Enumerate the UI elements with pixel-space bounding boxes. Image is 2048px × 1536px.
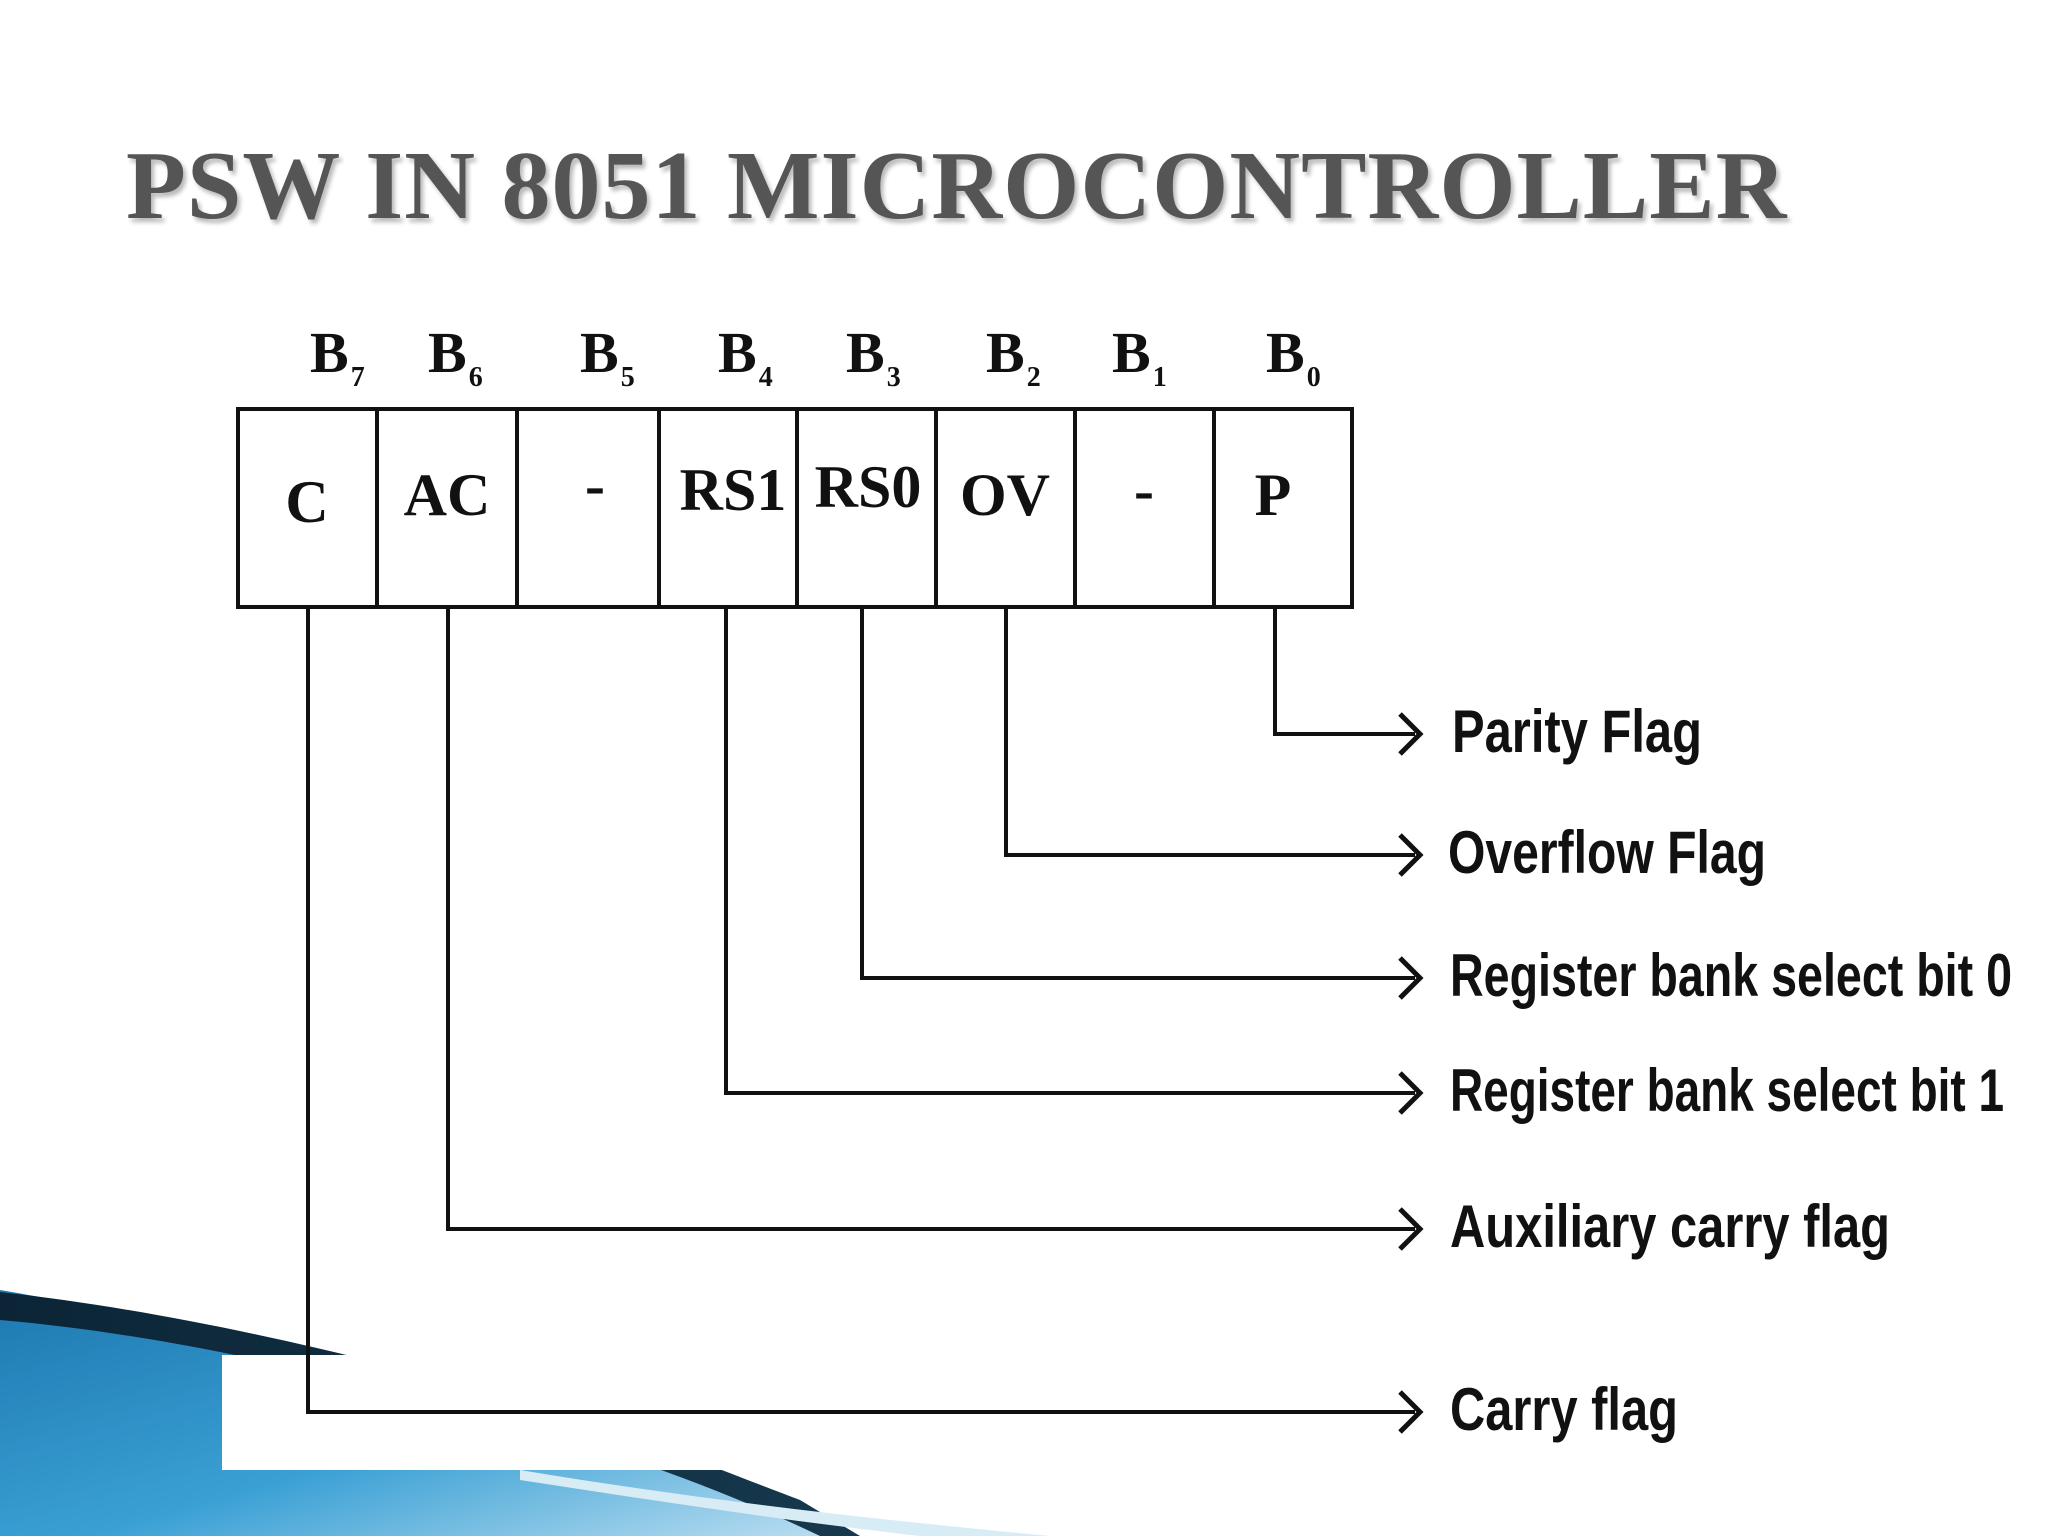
flag-label-rs0: Register bank select bit 0 <box>1450 942 2012 1009</box>
arrow-icon <box>1398 1390 1424 1434</box>
cell-label-ov: OV <box>960 462 1050 528</box>
bit-header-b5: B5 <box>580 320 635 393</box>
bit-header-b6: B6 <box>428 320 483 393</box>
connector-overflow <box>1004 607 1415 857</box>
flag-label-rs1: Register bank select bit 1 <box>1450 1057 2004 1124</box>
bit-header-b4: B4 <box>718 320 773 393</box>
arrow-icon <box>1398 956 1424 1000</box>
flag-label-parity: Parity Flag <box>1452 698 1702 765</box>
cell-label-rs0: RS0 <box>815 454 922 520</box>
flag-label-overflow: Overflow Flag <box>1448 819 1766 886</box>
flag-label-carry: Carry flag <box>1450 1376 1678 1443</box>
cell-label-c: C <box>285 469 328 535</box>
arrow-icon <box>1398 1207 1424 1251</box>
connector-rs1 <box>724 607 1415 1095</box>
psw-register <box>236 407 1354 609</box>
cell-label-p: P <box>1255 462 1292 528</box>
connector-parity <box>1273 607 1415 736</box>
connector-rs0 <box>860 607 1415 980</box>
connector-auxiliary-carry <box>446 607 1415 1231</box>
cell-label-b5-unused: - <box>585 452 605 518</box>
bit-header-b2: B2 <box>986 320 1041 393</box>
flag-label-auxiliary-carry: Auxiliary carry flag <box>1450 1193 1890 1260</box>
cell-label-ac: AC <box>404 462 491 528</box>
bit-headers: B7 B6 B5 B4 B3 B2 B1 B0 <box>310 320 1321 393</box>
cell-label-b1-unused: - <box>1134 457 1154 523</box>
arrow-icon <box>1398 833 1424 877</box>
arrow-icon <box>1398 712 1424 756</box>
bit-header-b1: B1 <box>1112 320 1167 393</box>
bit-header-b7: B7 <box>310 320 365 393</box>
slide-title: PSW IN 8051 MICROCONTROLLER <box>126 132 1788 240</box>
connector-carry <box>306 607 1415 1414</box>
connector-lines <box>306 607 1415 1414</box>
arrowheads <box>1398 712 1424 1434</box>
register-cells: C AC - RS1 RS0 OV - P <box>285 452 1291 535</box>
bit-header-b0: B0 <box>1266 320 1321 393</box>
arrow-icon <box>1398 1071 1424 1115</box>
cell-label-rs1: RS1 <box>680 457 787 523</box>
bit-header-b3: B3 <box>846 320 901 393</box>
flag-descriptions: Parity Flag Overflow Flag Register bank … <box>1448 698 2012 1443</box>
